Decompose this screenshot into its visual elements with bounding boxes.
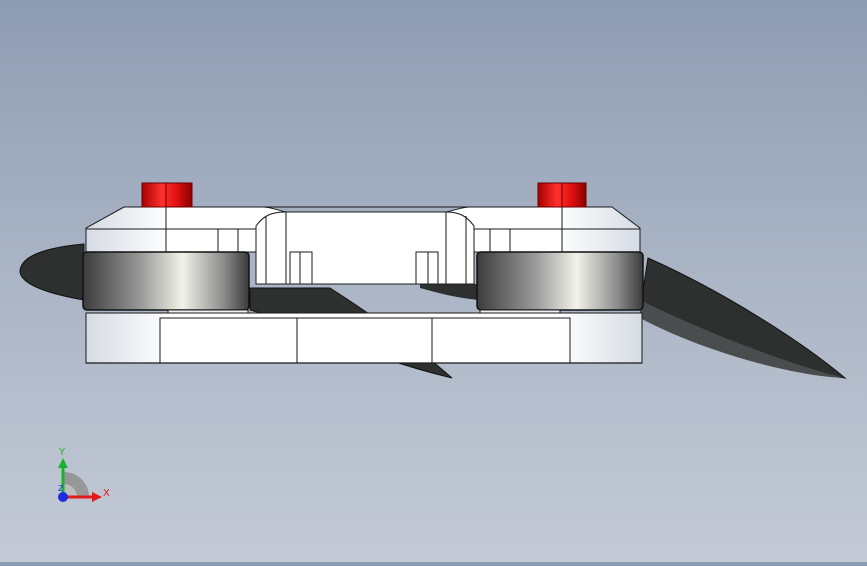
orientation-triad: Y X Z [58,447,110,502]
center-recess [255,211,475,285]
z-axis-dot [58,492,68,502]
x-axis-label: X [103,488,110,499]
left-roller [82,251,250,311]
y-axis-label: Y [58,447,66,458]
left-blade [19,243,85,301]
center-right-blade [420,284,480,300]
right-roller [476,251,644,311]
z-axis-label: Z [58,484,64,493]
left-pin [141,182,193,208]
